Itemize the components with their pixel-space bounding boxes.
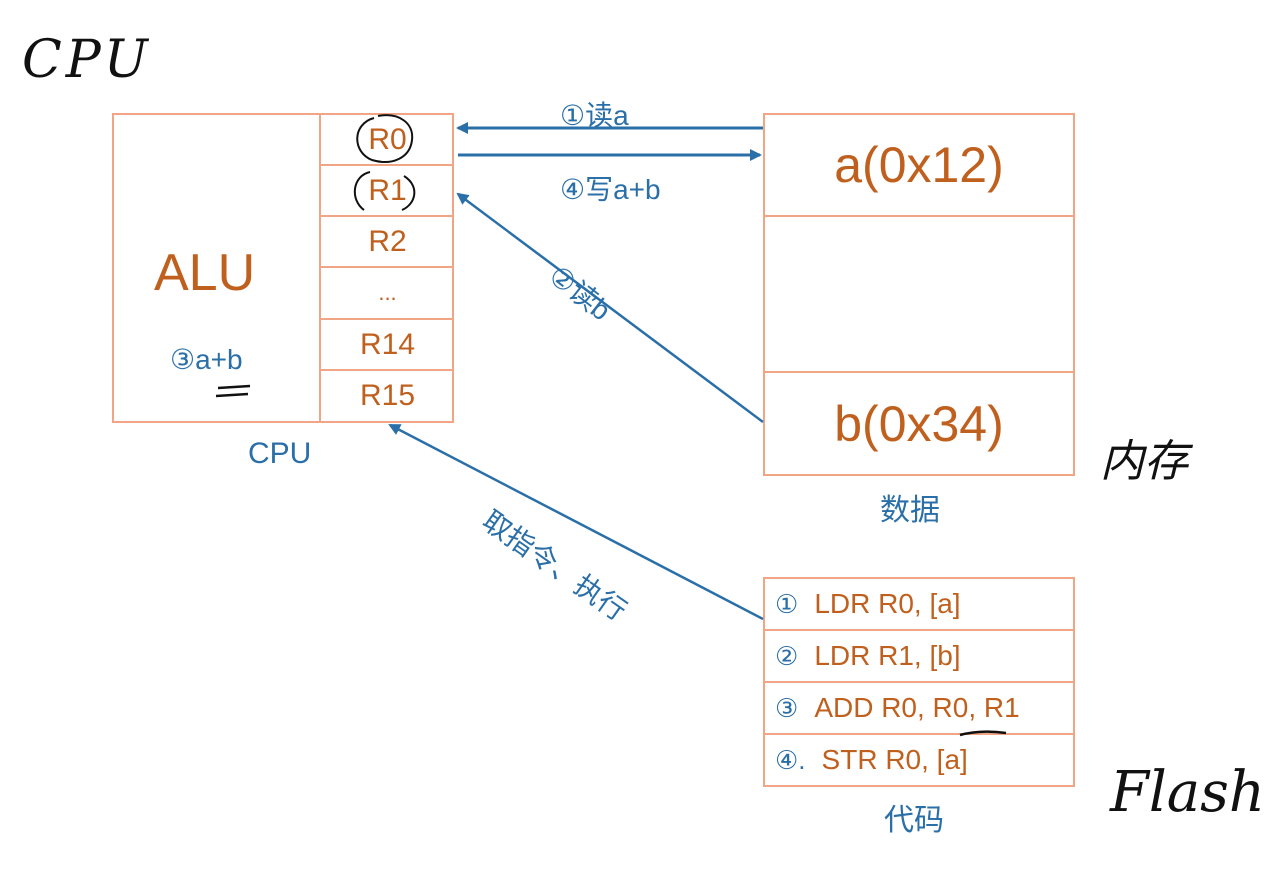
alu-label: ALU bbox=[154, 244, 256, 302]
register-r0: R0 bbox=[321, 115, 454, 166]
code-line-4: ④. STR R0, [a] bbox=[765, 735, 1073, 785]
code-line-3: ③ ADD R0, R0, R1 bbox=[765, 683, 1073, 735]
code-line-3-number: ③ bbox=[775, 692, 799, 723]
register-ellipsis: ... bbox=[321, 268, 454, 320]
handwritten-bracket-r1 bbox=[354, 171, 371, 211]
cpu-caption: CPU bbox=[248, 437, 312, 470]
code-line-2: ② LDR R1, [b] bbox=[765, 631, 1073, 683]
code-block: ① LDR R0, [a] ② LDR R1, [b] ③ ADD R0, R0… bbox=[763, 577, 1075, 787]
register-r14: R14 bbox=[321, 320, 454, 371]
code-line-2-text: LDR R1, [b] bbox=[814, 640, 961, 671]
register-column: R0 R1 R2 ... R14 R15 bbox=[319, 115, 454, 421]
memory-caption: 数据 bbox=[880, 494, 940, 527]
register-r1: R1 bbox=[321, 166, 454, 217]
arrow-label-read-a: ①读a bbox=[560, 100, 629, 131]
arrow-fetch bbox=[388, 423, 764, 621]
code-line-1-text: LDR R0, [a] bbox=[814, 588, 961, 619]
cpu-block: ALU ③a+b R0 R1 R2 ... R14 R15 bbox=[112, 113, 454, 423]
memory-block: a(0x12) b(0x34) bbox=[763, 113, 1075, 476]
handwritten-flash-label: Flash bbox=[1110, 760, 1265, 825]
code-line-4-number: ④. bbox=[775, 744, 806, 775]
handwritten-underline-ab-1 bbox=[217, 384, 251, 390]
code-line-3-text: ADD R0, R0, R1 bbox=[814, 692, 1020, 723]
code-caption: 代码 bbox=[884, 804, 944, 837]
memory-cell-a: a(0x12) bbox=[765, 115, 1073, 217]
code-line-4-text: STR R0, [a] bbox=[821, 744, 968, 775]
handwritten-underline-ab-2 bbox=[215, 392, 249, 398]
handwritten-circle-r0 bbox=[356, 114, 414, 163]
arrow-read-b bbox=[456, 192, 764, 424]
handwritten-memory-label: 内存 bbox=[1100, 436, 1188, 487]
register-r2: R2 bbox=[321, 217, 454, 268]
memory-cell-empty bbox=[765, 217, 1073, 373]
handwritten-bracket-r1-right bbox=[401, 175, 416, 211]
code-line-1: ① LDR R0, [a] bbox=[765, 579, 1073, 631]
memory-cell-b: b(0x34) bbox=[834, 395, 1004, 452]
code-line-1-number: ① bbox=[775, 588, 799, 619]
code-line-2-number: ② bbox=[775, 640, 799, 671]
arrow-label-write-ab: ④写a+b bbox=[560, 174, 661, 205]
handwritten-underline-add bbox=[959, 730, 1007, 737]
alu-step-label: ③a+b bbox=[170, 344, 243, 375]
register-r15: R15 bbox=[359, 379, 416, 412]
handwritten-cpu-label: CPU bbox=[22, 30, 152, 90]
